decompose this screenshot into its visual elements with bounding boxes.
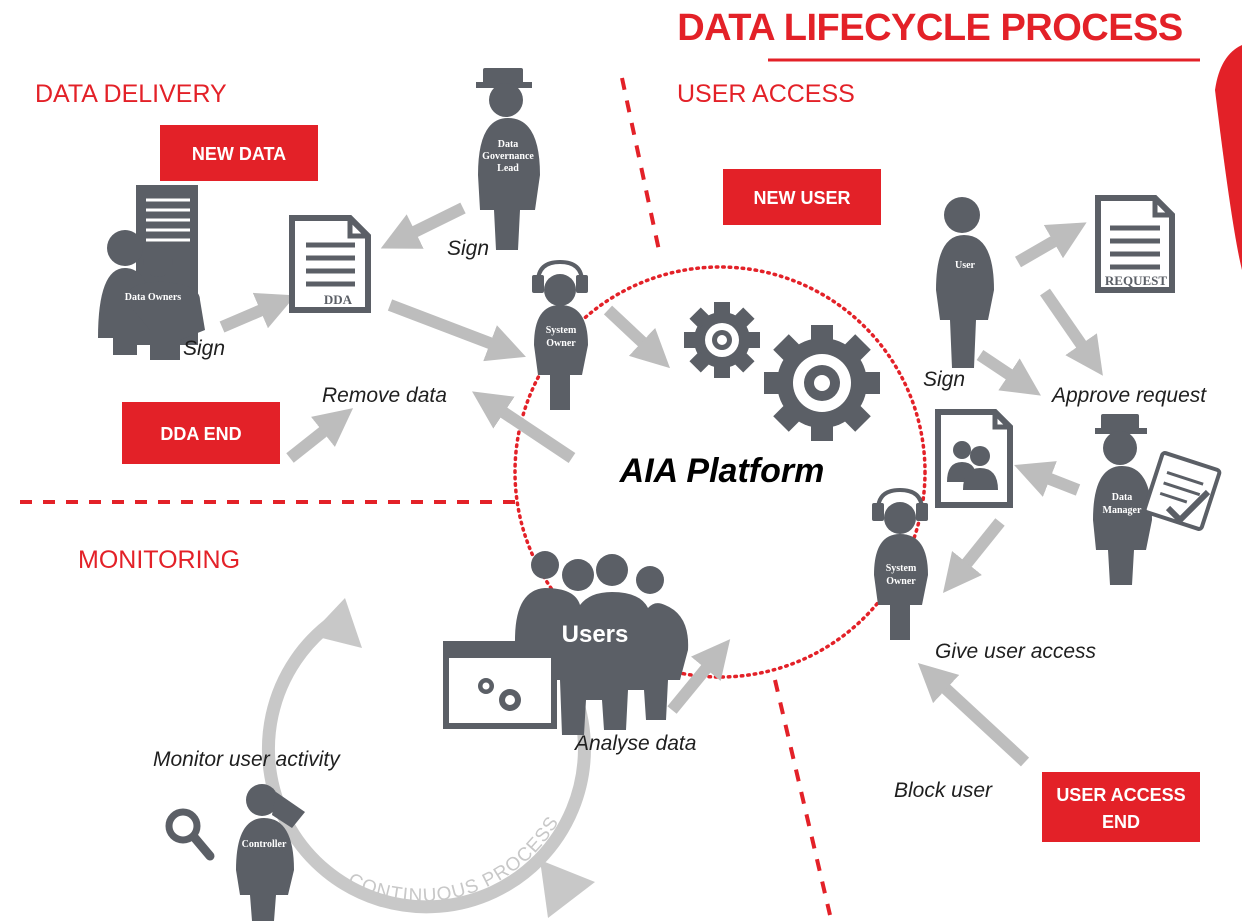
svg-text:System: System [546,325,577,336]
gear-icon [684,302,880,441]
arrow-user-to-approve [1040,288,1103,376]
svg-text:Governance: Governance [482,151,534,162]
label-sign-data-owners: Sign [183,337,225,360]
arrow-owners-to-dda [219,292,296,333]
users-group-icon [947,441,998,490]
system-owner-figure-top: System Owner [532,259,588,410]
arrow-platform-to-remove-data [472,391,576,463]
svg-text:Data Owners: Data Owners [125,292,181,303]
arrow-form-to-system-owner [942,518,1005,593]
controller-figure: Controller [236,784,305,921]
new-data-button[interactable]: NEW DATA [160,125,318,181]
svg-text:USER ACCESS: USER ACCESS [1056,785,1185,805]
analytics-window-icon [443,641,557,729]
continuous-process-loop [262,614,591,914]
svg-text:END: END [1102,812,1140,832]
new-user-button[interactable]: NEW USER [723,169,881,225]
approval-document-icon [1142,451,1222,531]
section-user-access: USER ACCESS [677,80,855,108]
label-sign-governance: Sign [447,237,489,260]
svg-text:Data: Data [1112,492,1133,503]
svg-text:Owner: Owner [546,338,576,349]
platform-boundary [513,265,927,679]
svg-text:System: System [886,563,917,574]
section-monitoring: MONITORING [78,546,240,574]
svg-text:REQUEST: REQUEST [1105,273,1167,288]
data-owners-figure: Data Owners [98,185,205,360]
arrow-manager-to-form [1014,461,1081,497]
arrow-dda-to-system-owner [387,299,526,362]
user-access-end-button[interactable]: USER ACCESS END [1042,772,1200,842]
svg-text:DDA END: DDA END [160,424,241,444]
system-owner-figure-bottom: System Owner [872,487,928,640]
diagram-title: DATA LIFECYCLE PROCESS [677,7,1183,49]
svg-text:Controller: Controller [242,839,287,850]
dda-document-icon: DDA [289,215,371,313]
section-data-delivery: DATA DELIVERY [35,80,227,108]
flow-arrows [219,202,1103,767]
divider-top [620,77,662,256]
continuous-process-label: CONTINUOUS PROCESS [345,812,564,906]
data-manager-figure: Data Manager [1093,414,1152,585]
edge-accent-shape [1215,45,1242,270]
users-group-figure: Users [510,551,689,735]
label-give-user-access: Give user access [935,640,1097,663]
svg-text:NEW USER: NEW USER [753,188,850,208]
user-access-form-icon [935,409,1013,508]
quadrant-dividers [20,77,832,916]
svg-text:Owner: Owner [886,576,916,587]
arrow-block-user [917,662,1030,767]
arrow-system-owner-to-platform [603,305,671,369]
arrow-user-to-request [1015,222,1087,268]
label-approve-request: Approve request [1050,384,1207,407]
label-analyse-data: Analyse data [573,732,696,755]
svg-text:User: User [955,260,976,271]
magnifier-icon [165,808,215,861]
svg-text:Users: Users [562,621,629,648]
data-governance-lead-figure: Data Governance Lead [476,68,540,250]
svg-text:Lead: Lead [497,163,519,174]
label-monitor-user-activity: Monitor user activity [153,748,341,771]
arrow-dda-end-to-remove-data [286,408,354,463]
arrow-governance-to-dda [380,202,466,249]
svg-text:Data: Data [498,139,519,150]
loop-arrowhead-top [310,598,362,648]
arrow-analyse-data [667,639,731,714]
label-block-user: Block user [894,779,993,802]
loop-arrowhead-bottom [540,860,595,918]
dda-end-button[interactable]: DDA END [122,402,280,464]
user-figure: User [936,197,994,368]
svg-text:Manager: Manager [1103,505,1142,516]
divider-bottom [773,679,832,916]
svg-text:DDA: DDA [324,292,353,307]
svg-text:NEW DATA: NEW DATA [192,144,286,164]
label-sign-user: Sign [923,368,965,391]
small-gear-icon [478,678,521,711]
request-document-icon: REQUEST [1095,195,1175,293]
arrow-user-to-form [976,350,1041,396]
platform-label: AIA Platform [619,452,825,490]
label-remove-data: Remove data [322,384,447,407]
